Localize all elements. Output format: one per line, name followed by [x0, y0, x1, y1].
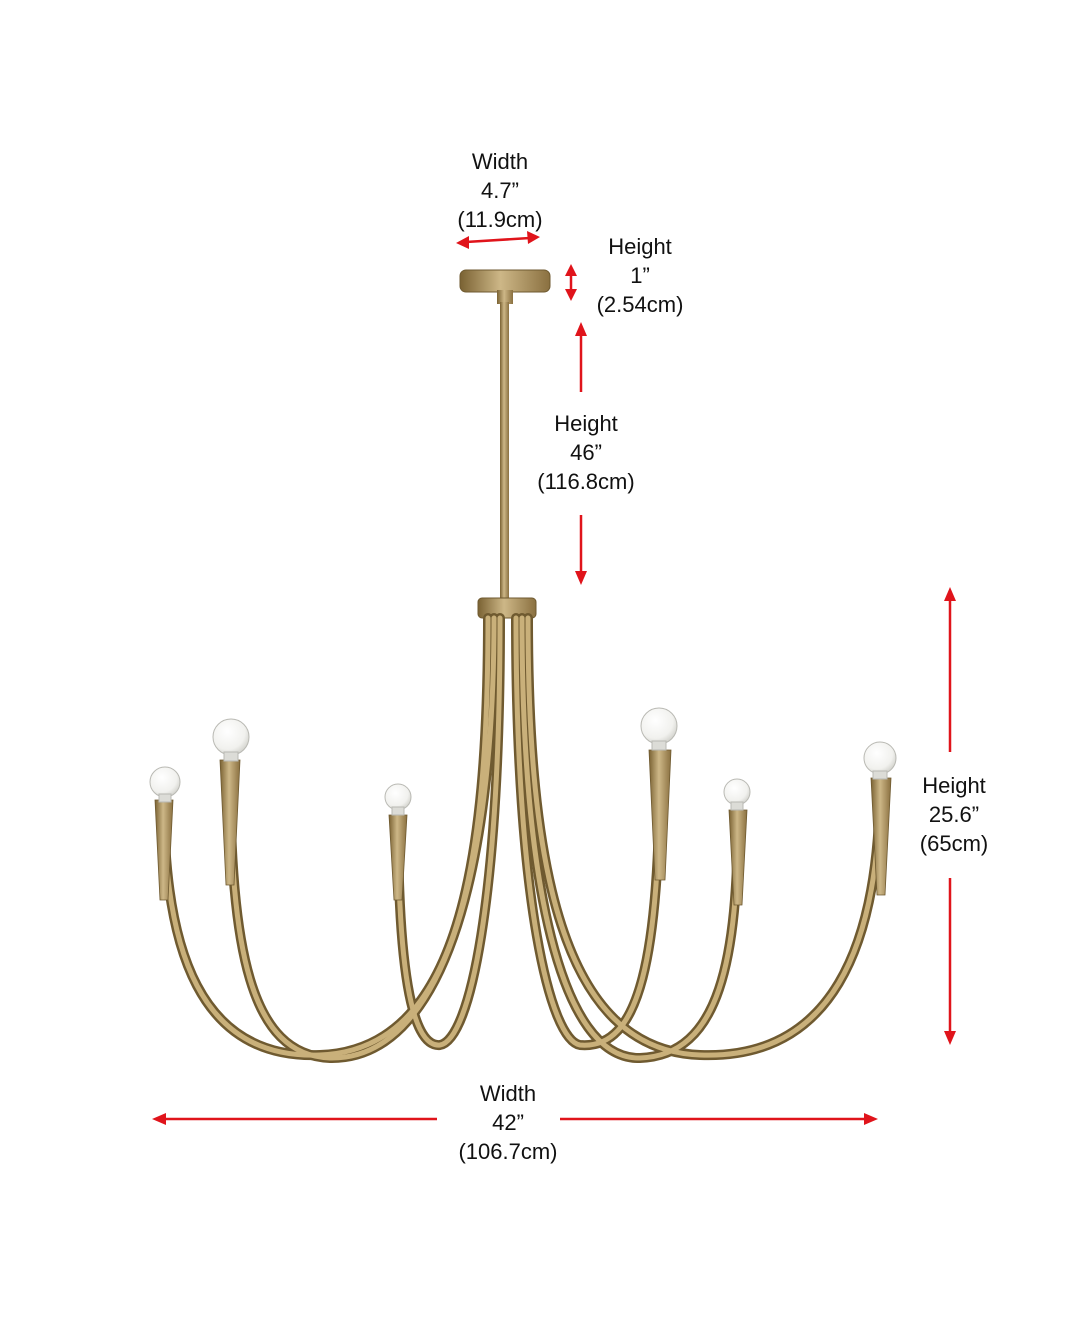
canopy — [459, 269, 551, 304]
double-headed-arrow-icon — [565, 264, 577, 301]
rod-height-label: Height 46” (116.8cm) — [537, 409, 634, 496]
socket — [388, 814, 408, 901]
dimension-arrows — [152, 231, 956, 1125]
light-bulb-icon — [723, 778, 751, 811]
dimension-title: Height — [608, 234, 672, 259]
light-bulb-icon — [212, 718, 250, 762]
sockets — [154, 749, 892, 906]
down-rod — [500, 302, 509, 602]
dimension-metric: (2.54cm) — [596, 292, 684, 317]
dimension-imperial: 42” — [492, 1110, 524, 1135]
canopy-width-label: Width 4.7” (11.9cm) — [457, 147, 542, 234]
dimension-title: Height — [922, 773, 986, 798]
dimension-metric: (116.8cm) — [537, 469, 635, 494]
dimension-metric: (106.7cm) — [458, 1139, 558, 1164]
double-headed-arrow-icon — [456, 231, 540, 249]
double-headed-arrow-icon — [152, 1113, 878, 1125]
light-bulb-icon — [863, 741, 897, 780]
dimension-title: Height — [554, 411, 618, 436]
center-cap — [477, 597, 537, 619]
dimension-imperial: 1” — [630, 263, 650, 288]
bulbs — [149, 707, 897, 816]
fixture-height-label: Height 25.6” (65cm) — [920, 771, 988, 858]
fixture-width-label: Width 42” (106.7cm) — [458, 1079, 557, 1166]
light-bulb-icon — [149, 766, 181, 803]
dimension-metric: (65cm) — [919, 831, 989, 856]
dimension-metric: (11.9cm) — [457, 207, 543, 232]
double-headed-arrow-icon — [944, 587, 956, 1045]
double-headed-arrow-icon — [575, 322, 587, 585]
socket — [648, 749, 672, 881]
light-bulb-icon — [640, 707, 678, 751]
chandelier-arms — [159, 613, 885, 1064]
dimension-title: Width — [479, 1081, 537, 1106]
dimension-imperial: 25.6” — [928, 802, 980, 827]
dimension-title: Width — [471, 149, 529, 174]
dimension-imperial: 4.7” — [481, 178, 519, 203]
dimension-imperial: 46” — [570, 440, 602, 465]
canopy-height-label: Height 1” (2.54cm) — [597, 232, 684, 319]
light-bulb-icon — [384, 783, 412, 816]
